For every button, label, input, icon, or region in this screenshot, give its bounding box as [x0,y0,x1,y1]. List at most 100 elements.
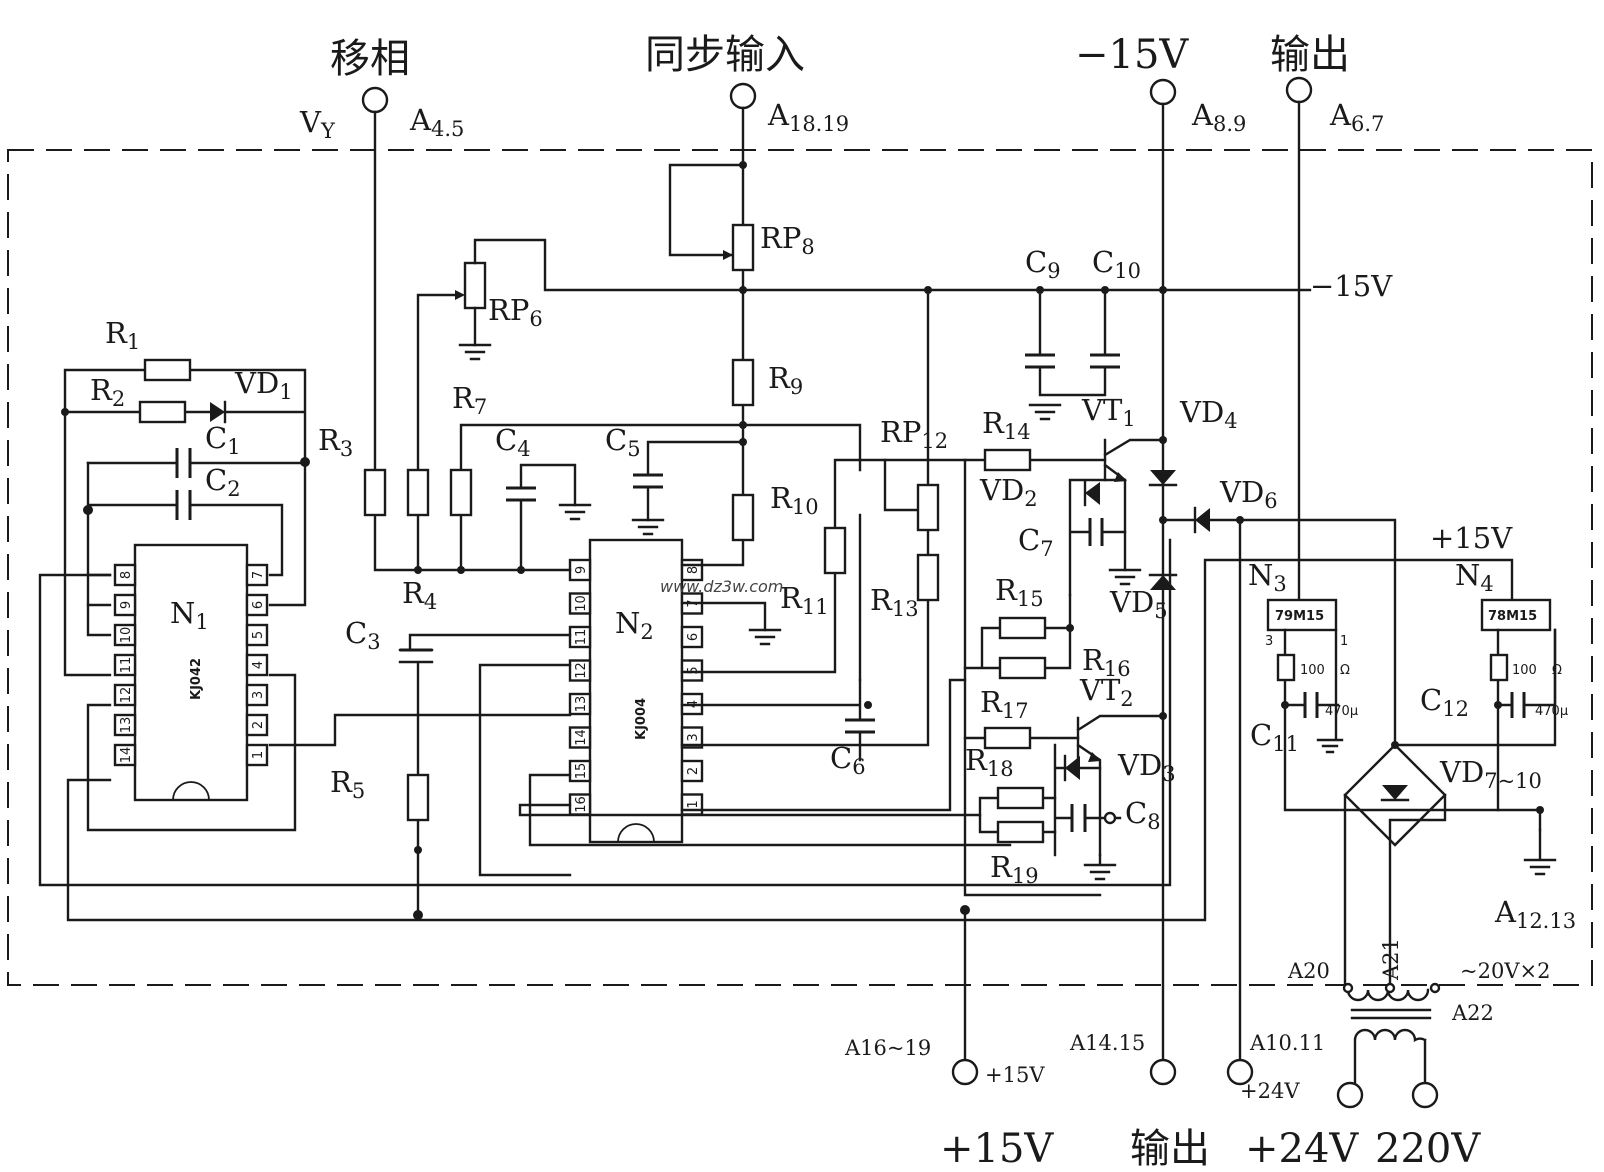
terminal-ac-220-b [1411,1081,1439,1109]
label-neg15v-top: −15V [1075,32,1189,78]
n2-pins-right-pin-2 [680,759,704,783]
label-phase-shift: 移相 [330,36,410,82]
n1-pins-left-pin-9 [113,593,137,617]
label-rp6: RP6 [488,293,543,331]
label-r11: R11 [780,581,829,619]
label-vt1: VT1 [1081,393,1136,431]
chip-n2-notch [617,823,655,843]
watermark: www.dz3w.com [660,577,783,596]
label-c3: C3 [345,616,381,654]
chip-n2-part: KJ004 [634,698,649,740]
diode-vd6 [1195,508,1210,532]
label-c9: C9 [1025,245,1061,283]
label-c12: C12 [1420,683,1469,721]
label-a20: A20 [1287,959,1330,983]
n2-pins-left-pin-label: 9 [574,566,589,574]
resistor-r18 [996,786,1045,810]
label-vd2: VD2 [979,473,1038,511]
label-r19: R19 [990,850,1039,888]
label-vd1: VD1 [234,366,293,404]
n2-pins-left-pin-label: 16 [574,796,589,813]
label-r18: R18 [965,743,1014,781]
n2-pins-right-pin-6 [680,625,704,649]
n2-pins-left-pin-13 [568,692,592,716]
label-a67: A6.7 [1329,98,1384,136]
n2-pins-right-pin-label: 2 [686,767,701,775]
label-r15: R15 [995,573,1044,611]
chip-n1 [133,543,249,802]
label-n3: N3 [1248,558,1287,596]
n2-pins-right-pin-label: 5 [686,666,701,674]
resistor-r2 [138,400,187,424]
label-vd3: VD3 [1117,748,1176,786]
n1-pins-left-pin-label: 10 [119,627,134,644]
n3-pin3: 3 [1265,634,1273,649]
chip-n4-part: 78M15 [1488,609,1537,624]
n1-pins-right-pin-label: 4 [251,661,266,669]
label-a1819: A18.19 [767,98,849,136]
label-r9: R9 [768,361,803,399]
resistor-r1 [143,358,192,382]
resistor-r15 [998,616,1047,640]
n4-c-value: 470μ [1535,704,1568,719]
label-n4: N4 [1455,558,1494,596]
label-vd5: VD5 [1109,585,1168,623]
resistor-n4-100 [1489,653,1509,682]
label-a89: A8.9 [1191,98,1246,136]
label-r4: R4 [402,576,437,614]
phase-shift-line [373,110,572,572]
c2-wire [86,461,284,637]
resistor-r16 [998,656,1047,680]
n1-pins-right-pin-label: 1 [251,751,266,759]
label-vd6: VD6 [1219,475,1278,513]
diode-vd5 [1150,575,1176,590]
n2-pins-left-pin-label: 14 [574,729,589,746]
label-vd4: VD4 [1179,395,1238,433]
n3-c-value: 470μ [1325,704,1358,719]
n2-pins-right-pin-label: 1 [686,800,701,808]
label-n1: N1 [170,596,209,634]
label-r17: R17 [980,685,1029,723]
label-a22: A22 [1451,1001,1494,1025]
label-a21: A21 [1379,938,1403,981]
label-terminal-pos15v: +15V [985,1063,1045,1087]
n1-pins-right-pin-3 [245,683,269,707]
regulator-n4 [1480,598,1552,632]
ground-vt2 [1083,853,1117,881]
terminal-neg15v [1149,78,1177,106]
n2-pins-right-pin-label: 3 [686,733,701,741]
label-bottom-pos15v: +15V [940,1126,1054,1172]
n2-pins-left-pin-label: 11 [574,629,589,646]
label-c4: C4 [495,423,531,461]
board-outline [7,149,1593,986]
n1-pins-left-pin-label: 11 [119,657,134,674]
n1-pins-right-pin-7 [245,563,269,587]
ground-c11 [1316,738,1344,754]
label-c2: C2 [205,463,241,501]
n1-pins-left-pin-8 [113,563,137,587]
label-ac-out: ~20V×2 [1460,959,1550,983]
label-rp8: RP8 [760,221,815,259]
n2-pins-right-pin-3 [680,726,704,749]
n3-pin1: 1 [1340,634,1348,649]
label-r14: R14 [982,406,1031,444]
ground-n2 [748,628,782,646]
label-r1: R1 [105,316,140,354]
transistor-vt2 [1076,714,1165,857]
resistor-r3 [363,468,387,517]
n1-pins-right-pin-1 [245,743,269,767]
label-c6: C6 [830,741,866,779]
label-a1213: A12.13 [1494,895,1576,933]
n4-r-value: 100 [1512,663,1537,678]
label-r13: R13 [870,583,919,621]
terminal-sync-input [729,82,757,110]
diode-vd4 [1150,470,1176,485]
label-a1011: A10.11 [1249,1031,1325,1055]
ground-c9-c10 [1028,403,1062,421]
n2-pins-left-pin-10 [568,592,592,615]
resistor-r14 [983,448,1032,472]
diode-vd3 [1065,756,1080,780]
